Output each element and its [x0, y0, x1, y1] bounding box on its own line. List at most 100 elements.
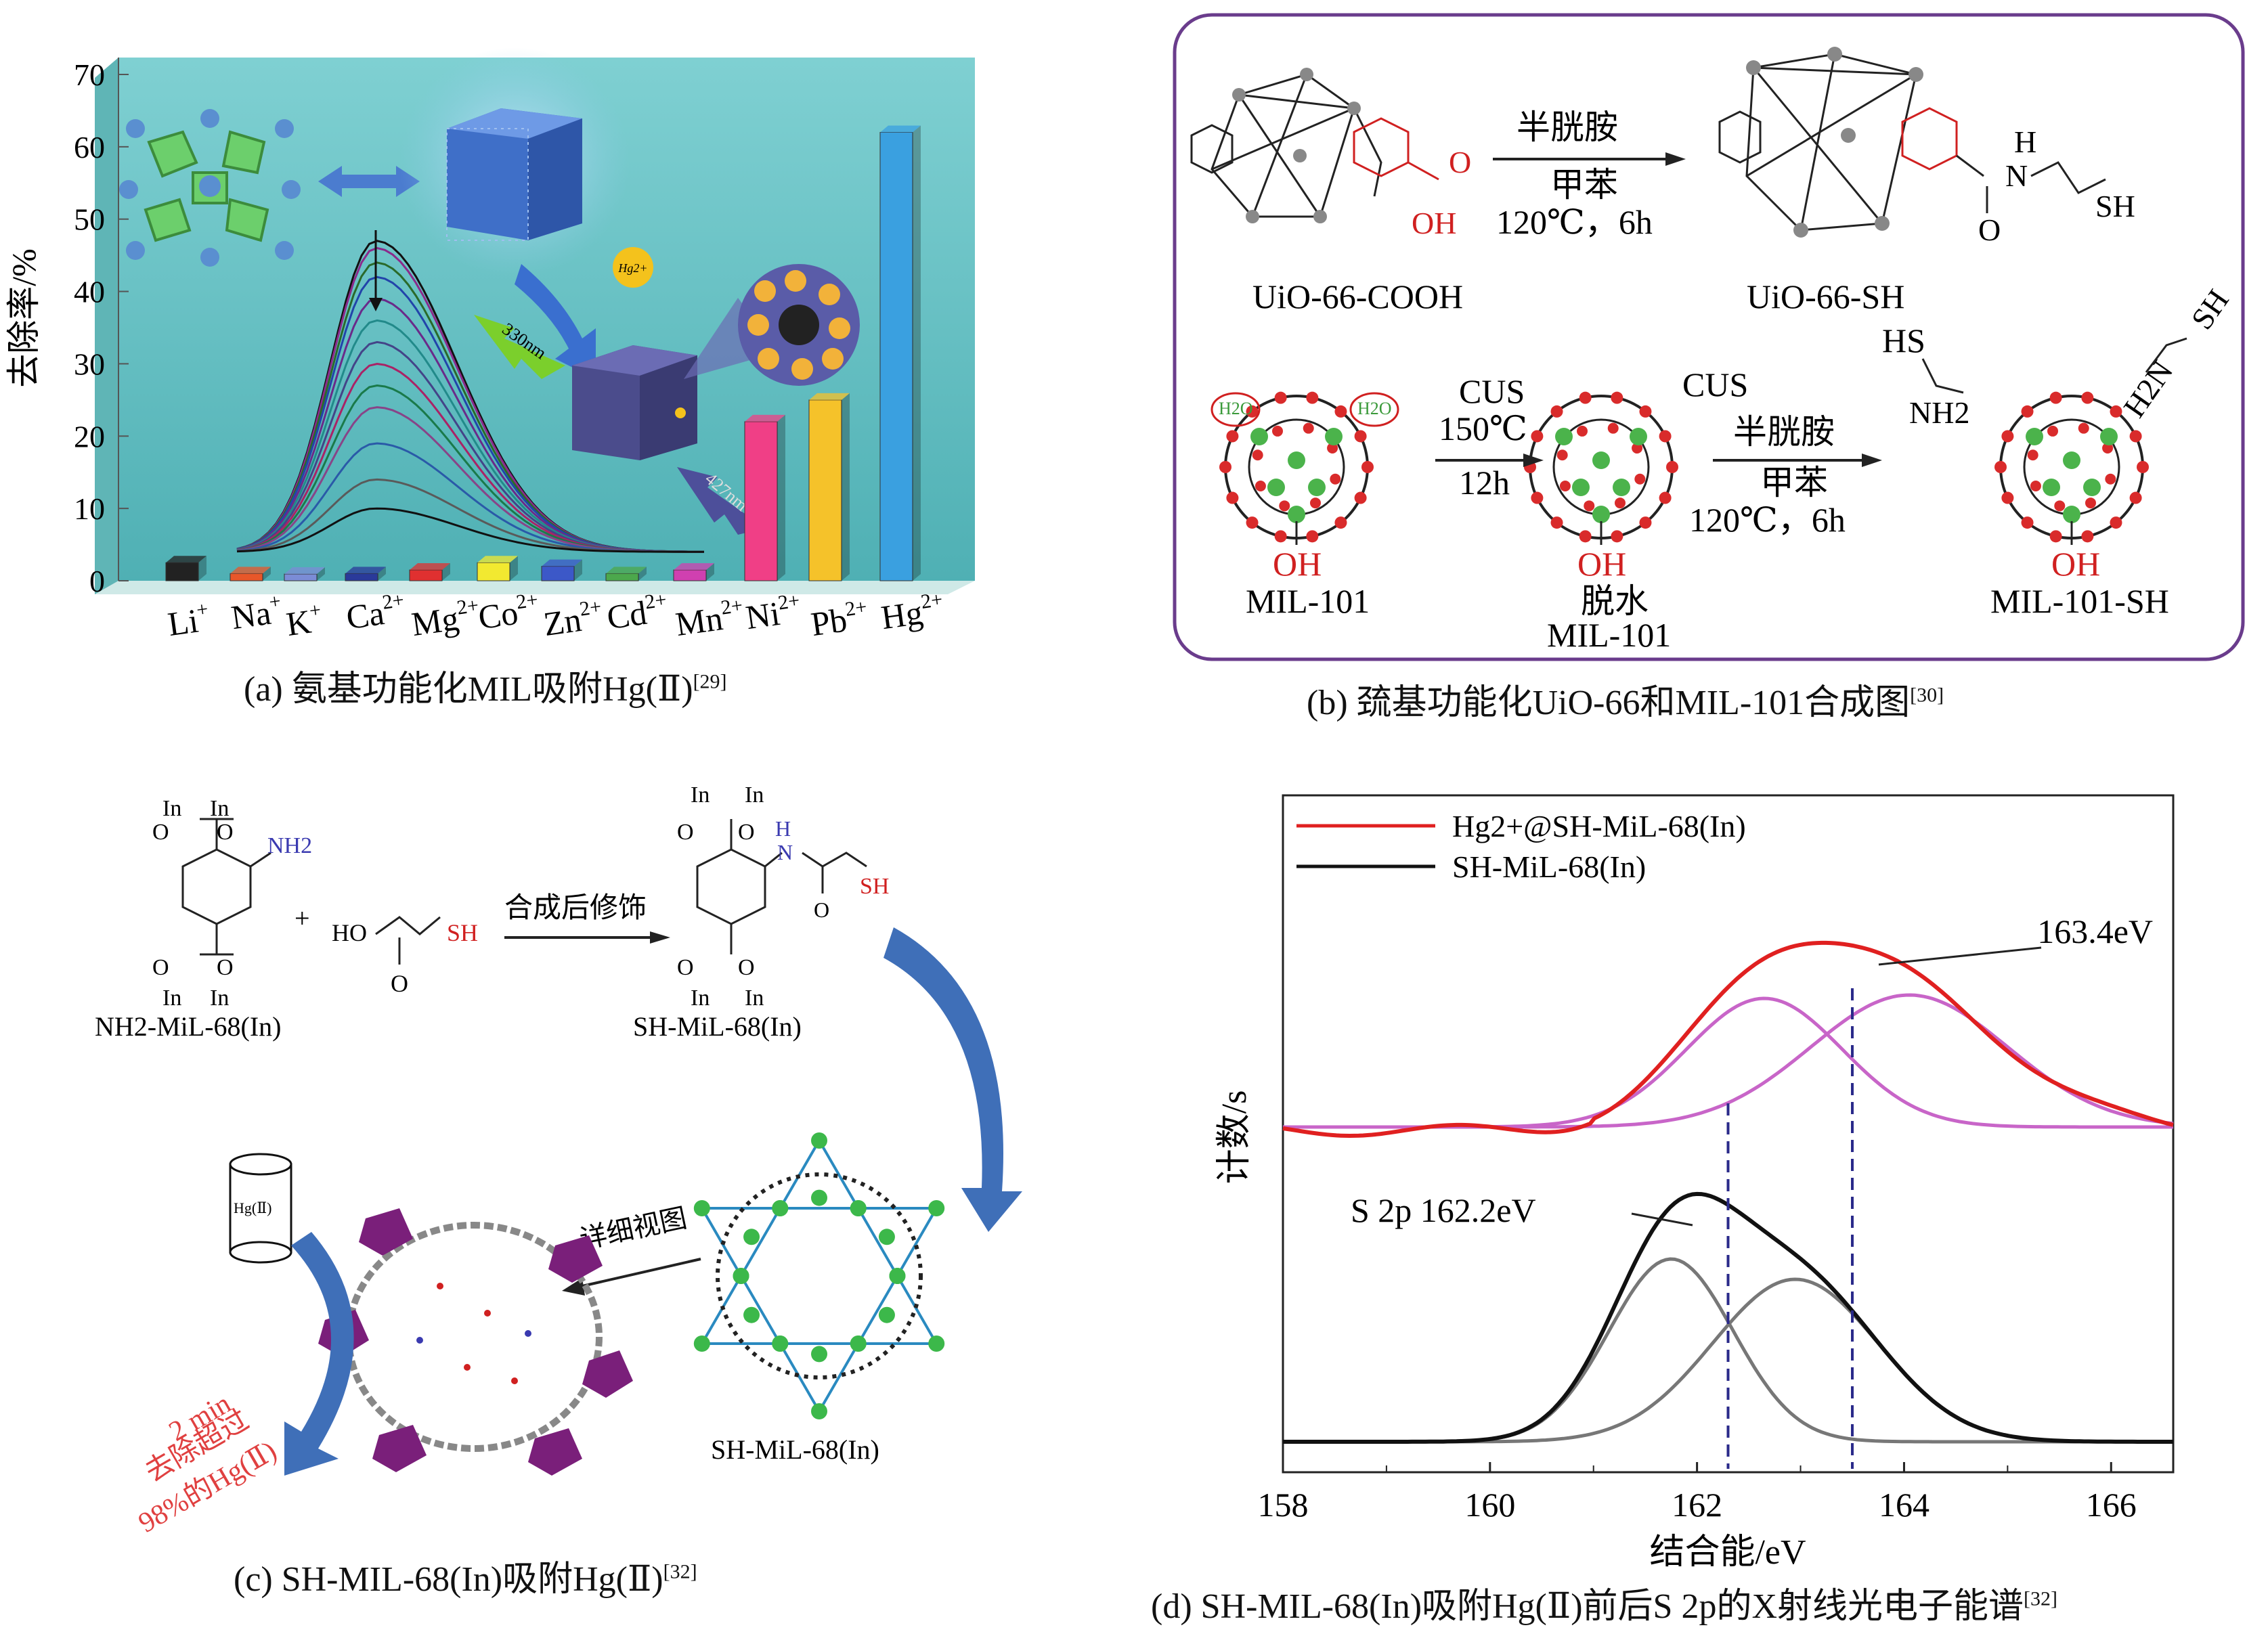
panel-a-caption: (a) 氨基功能化MIL吸附Hg(Ⅱ)[29]	[244, 660, 727, 711]
x-tick: Mg2+	[409, 594, 483, 644]
plus-sign: +	[295, 903, 310, 933]
lattice-node	[879, 1307, 895, 1323]
o-4: O	[217, 955, 234, 980]
time-2: 12h	[1459, 464, 1510, 502]
legend-black-label: SH-MiL-68(In)	[1452, 849, 1646, 884]
mil-101-cage	[1994, 392, 2149, 545]
bar-K+	[284, 574, 317, 581]
ho-label: HO	[332, 919, 367, 946]
peak-upper-label: 163.4eV	[2037, 912, 2153, 950]
x-tick: Li+	[165, 598, 212, 643]
lattice-node	[772, 1335, 788, 1352]
carbonyl-o: O	[1449, 145, 1471, 179]
water-right: H2O	[1357, 399, 1392, 418]
x-tick: Ca2+	[344, 589, 408, 637]
panel-c-scheme: In In O O NH2 O O In In NH2-MiL-68(In) +…	[0, 772, 1137, 1550]
uio-cooh-benzene-red	[1354, 118, 1439, 179]
water-left: H2O	[1219, 399, 1253, 418]
y-axis-label: 计数/s	[1215, 1090, 1254, 1185]
panel-b-caption: (b) 巯基功能化UiO-66和MIL-101合成图[30]	[1307, 674, 1944, 724]
bar-Na+	[230, 573, 263, 581]
caption-text: (d) SH-MIL-68(In)吸附Hg(Ⅱ)前后S 2p的X射线光电子能谱	[1151, 1587, 2024, 1626]
nh2-small: NH2	[267, 833, 312, 858]
uio-cooh-label: UiO-66-COOH	[1252, 278, 1463, 315]
bar-side	[842, 393, 850, 581]
x-tick: 158	[1258, 1486, 1309, 1524]
condition-1: 120℃，6h	[1496, 203, 1653, 241]
x-tick: Co2+	[476, 588, 542, 636]
lattice-node	[694, 1335, 710, 1352]
caption-ref: [32]	[663, 1561, 697, 1583]
dehydrated-label-1: 脱水	[1581, 582, 1649, 620]
o-8: O	[738, 955, 755, 980]
curved-arrow-left-icon	[284, 1232, 354, 1476]
in-2: In	[210, 796, 229, 821]
psm-label: 合成后修饰	[504, 893, 647, 924]
bar-Pb2+	[809, 400, 842, 581]
y-tick: 70	[74, 58, 105, 92]
panel-d-caption: (d) SH-MIL-68(In)吸附Hg(Ⅱ)前后S 2p的X射线光电子能谱[…	[1151, 1577, 2057, 1628]
mof-cube-icon	[399, 47, 630, 278]
o-6: O	[738, 820, 755, 845]
pore-structure-icon	[318, 1208, 633, 1476]
mil-101-label: MIL-101	[1246, 582, 1370, 620]
hg-ion-icon: Hg2+	[613, 247, 653, 288]
amide-n: N	[777, 840, 793, 864]
peak-lower-label: S 2p 162.2eV	[1351, 1191, 1536, 1229]
x-tick: Hg2+	[879, 588, 946, 636]
caption-ref: [30]	[1910, 684, 1944, 707]
bar-Co2+	[477, 562, 510, 581]
bar-Zn2+	[542, 567, 574, 581]
mil-oh-1: OH	[1273, 545, 1322, 583]
legend-red-label: Hg2+@SH-MiL-68(In)	[1452, 809, 1746, 843]
y-tick: 10	[74, 491, 105, 526]
mil-oh-2: OH	[1577, 545, 1626, 583]
y-tick: 40	[74, 275, 105, 309]
condition-2: 120℃，6h	[1689, 501, 1846, 539]
mil-101-sh-label: MIL-101-SH	[1990, 582, 2169, 620]
lattice-node	[928, 1200, 944, 1216]
mil-101-cage	[1524, 392, 1678, 545]
svg-text:Hg2+: Hg2+	[617, 261, 647, 275]
nh2-label: NH2	[1909, 395, 1969, 430]
uio-sh-benzene-red	[1902, 108, 1957, 169]
y-tick: 50	[74, 202, 105, 237]
bar-side	[913, 125, 921, 581]
panel-b-synthesis-scheme: O OH UiO-66-COOH 半胱胺 甲苯 120℃，6h O N H SH…	[1151, 0, 2268, 717]
bar-Ca2+	[345, 573, 378, 581]
in-5: In	[691, 782, 710, 808]
lattice-node	[850, 1335, 867, 1352]
in-1: In	[162, 796, 181, 821]
x-tick: Pb2+	[808, 596, 871, 643]
bar-Mn2+	[674, 570, 706, 581]
reagent-2: 半胱胺	[1733, 413, 1835, 451]
right-linker-name: SH-MiL-68(In)	[633, 1011, 802, 1042]
in-6: In	[745, 782, 764, 808]
hg-cylinder-label: Hg(Ⅱ)	[234, 1199, 272, 1216]
bar-Mg2+	[410, 570, 442, 581]
y-tick: 60	[74, 130, 105, 164]
cus-label-1: CUS	[1459, 372, 1525, 410]
y-tick: 0	[89, 564, 105, 598]
lattice-node	[850, 1200, 867, 1216]
removal-note: 2 min 去除超过 98%的Hg(Ⅱ)	[133, 1388, 282, 1539]
o-7: O	[677, 955, 694, 980]
lattice-node	[811, 1403, 827, 1419]
bar-Li+	[166, 562, 198, 581]
solvent-1: 甲苯	[1550, 166, 1618, 204]
h2n-label: H2N	[2116, 354, 2179, 424]
uio-sh-nodes	[1746, 47, 1923, 238]
kagome-lattice	[694, 1132, 944, 1419]
x-tick: Ni2+	[743, 589, 804, 636]
acid-o: O	[391, 970, 408, 997]
o-1: O	[152, 820, 169, 845]
uio-sh-label: UiO-66-SH	[1747, 278, 1904, 315]
uio-sh-structure	[1720, 54, 1916, 230]
lattice-node	[889, 1268, 905, 1284]
lattice-node	[811, 1190, 827, 1206]
o-3: O	[152, 955, 169, 980]
y-tick: 20	[74, 419, 105, 454]
amide-o: O	[1978, 213, 2001, 247]
lattice-name: SH-MiL-68(In)	[711, 1434, 879, 1465]
x-tick: Zn2+	[541, 596, 605, 644]
